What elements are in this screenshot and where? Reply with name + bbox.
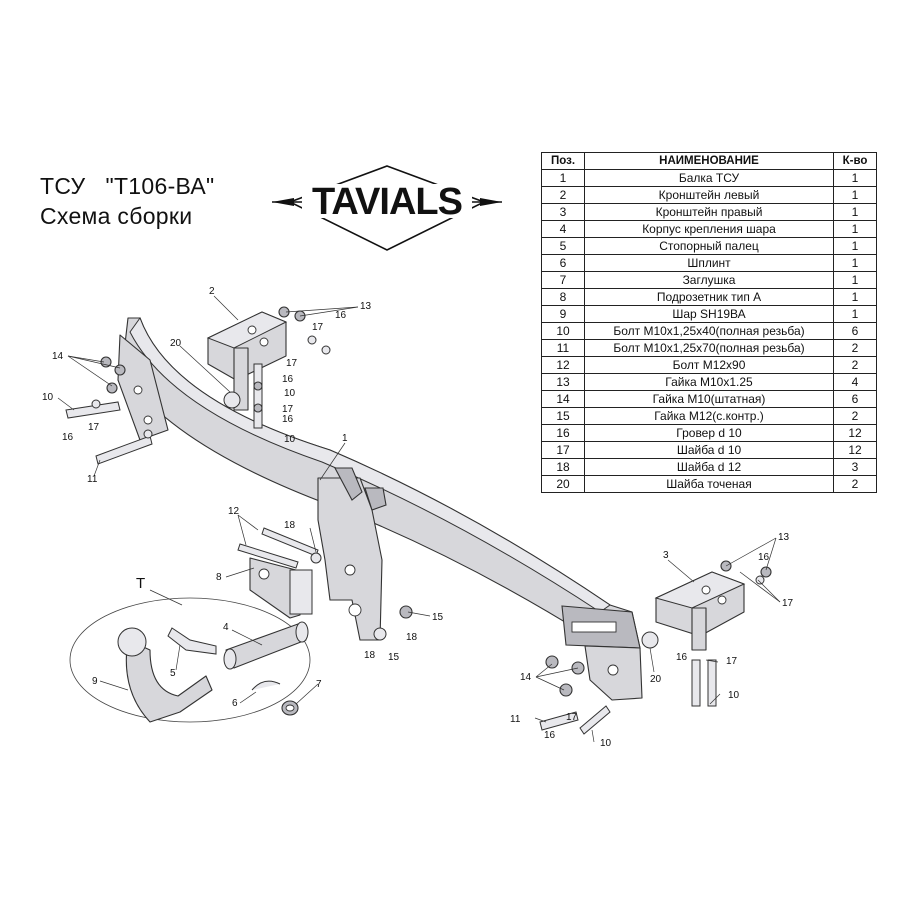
- callout-3: 3: [663, 550, 669, 561]
- cell-name: Кронштейн левый: [584, 186, 834, 204]
- cell-position: 20: [541, 475, 585, 493]
- cell-name: Гайка М10(штатная): [584, 390, 834, 408]
- callout-11-left: 11: [87, 474, 98, 485]
- callout-17-right-bracket: 17: [726, 656, 738, 667]
- right-bracket-part: [641, 571, 746, 651]
- callout-17-right-top: 17: [782, 598, 794, 609]
- cell-name: Гайка М10х1.25: [584, 373, 834, 391]
- callout-labels: 1 2 3 4 5 6 7 8 9 10 11 12 13 14 15 15 1…: [42, 286, 794, 749]
- callout-16-bracket: 16: [282, 374, 294, 385]
- callout-11-right: 11: [510, 714, 521, 725]
- callout-17-left-b: 17: [88, 422, 100, 433]
- logo-wordmark: TAVIALS: [312, 181, 462, 223]
- cell-name: Болт М10х1,25х70(полная резьба): [584, 339, 834, 357]
- callout-14-right: 14: [520, 672, 532, 683]
- ball-assembly-group: [69, 597, 311, 723]
- callout-16-left-b: 16: [62, 432, 74, 443]
- callout-20-left: 20: [170, 338, 182, 349]
- callout-18: 18: [284, 520, 296, 531]
- cell-quantity: 2: [833, 475, 877, 493]
- callout-12: 12: [228, 506, 240, 517]
- callout-13-left: 13: [360, 301, 372, 312]
- cell-name: Корпус крепления шара: [584, 220, 834, 238]
- callout-17-right: 17: [566, 712, 578, 723]
- callout-2: 2: [209, 286, 215, 297]
- tow-beam-part: [117, 316, 643, 701]
- leader-lines: [57, 295, 781, 743]
- cell-name: Шайба d 12: [584, 458, 834, 476]
- callout-10-left: 10: [42, 392, 54, 403]
- cell-quantity: 1: [833, 203, 877, 221]
- callout-4: 4: [223, 622, 229, 633]
- callout-18-b: 18: [406, 632, 418, 643]
- fasteners-group: [65, 306, 772, 735]
- callout-15-b: 15: [388, 652, 400, 663]
- callout-16-right-bracket: 16: [676, 652, 688, 663]
- callout-16-right: 16: [544, 730, 556, 741]
- callout-5: 5: [170, 668, 176, 679]
- callout-16-left: 16: [335, 310, 347, 321]
- callout-14-left: 14: [52, 351, 64, 362]
- callout-18-c: 18: [364, 650, 376, 661]
- callout-10-right-bracket: 10: [728, 690, 740, 701]
- callout-10-bracket-b: 10: [284, 434, 296, 445]
- callout-8: 8: [216, 572, 222, 583]
- group-label-t: Т: [136, 575, 145, 592]
- callout-17-bracket-b: 17: [282, 404, 294, 415]
- title-product-code: ТСУ "Т106-ВА": [40, 173, 215, 199]
- callout-10-right: 10: [600, 738, 612, 749]
- cell-name: Шайба d 10: [584, 441, 834, 459]
- callout-13-right: 13: [778, 532, 790, 543]
- cell-quantity: 12: [833, 424, 877, 442]
- callout-16-bracket-b: 16: [282, 414, 294, 425]
- socket-plate-part: [249, 557, 313, 619]
- callout-17-left: 17: [312, 322, 324, 333]
- callout-1: 1: [342, 433, 348, 444]
- callout-20-right: 20: [650, 674, 662, 685]
- cell-name: Гровер d 10: [584, 424, 834, 442]
- cell-name: Кронштейн правый: [584, 203, 834, 221]
- cell-quantity: 12: [833, 441, 877, 459]
- callout-7: 7: [316, 679, 322, 690]
- cell-name: Стопорный палец: [584, 237, 834, 255]
- callout-16-right-top: 16: [758, 552, 770, 563]
- callout-9: 9: [92, 676, 98, 687]
- title-assembly-scheme: Схема сборки: [40, 203, 193, 229]
- bolts-m12-part: [237, 527, 322, 569]
- callout-10-bracket: 10: [284, 388, 296, 399]
- tavials-logo: TAVIALS: [272, 165, 502, 251]
- cell-position: 13: [541, 373, 585, 391]
- left-bracket-part: [206, 311, 288, 411]
- callout-15: 15: [432, 612, 444, 623]
- callout-6: 6: [232, 698, 238, 709]
- callout-17-bracket: 17: [286, 358, 298, 369]
